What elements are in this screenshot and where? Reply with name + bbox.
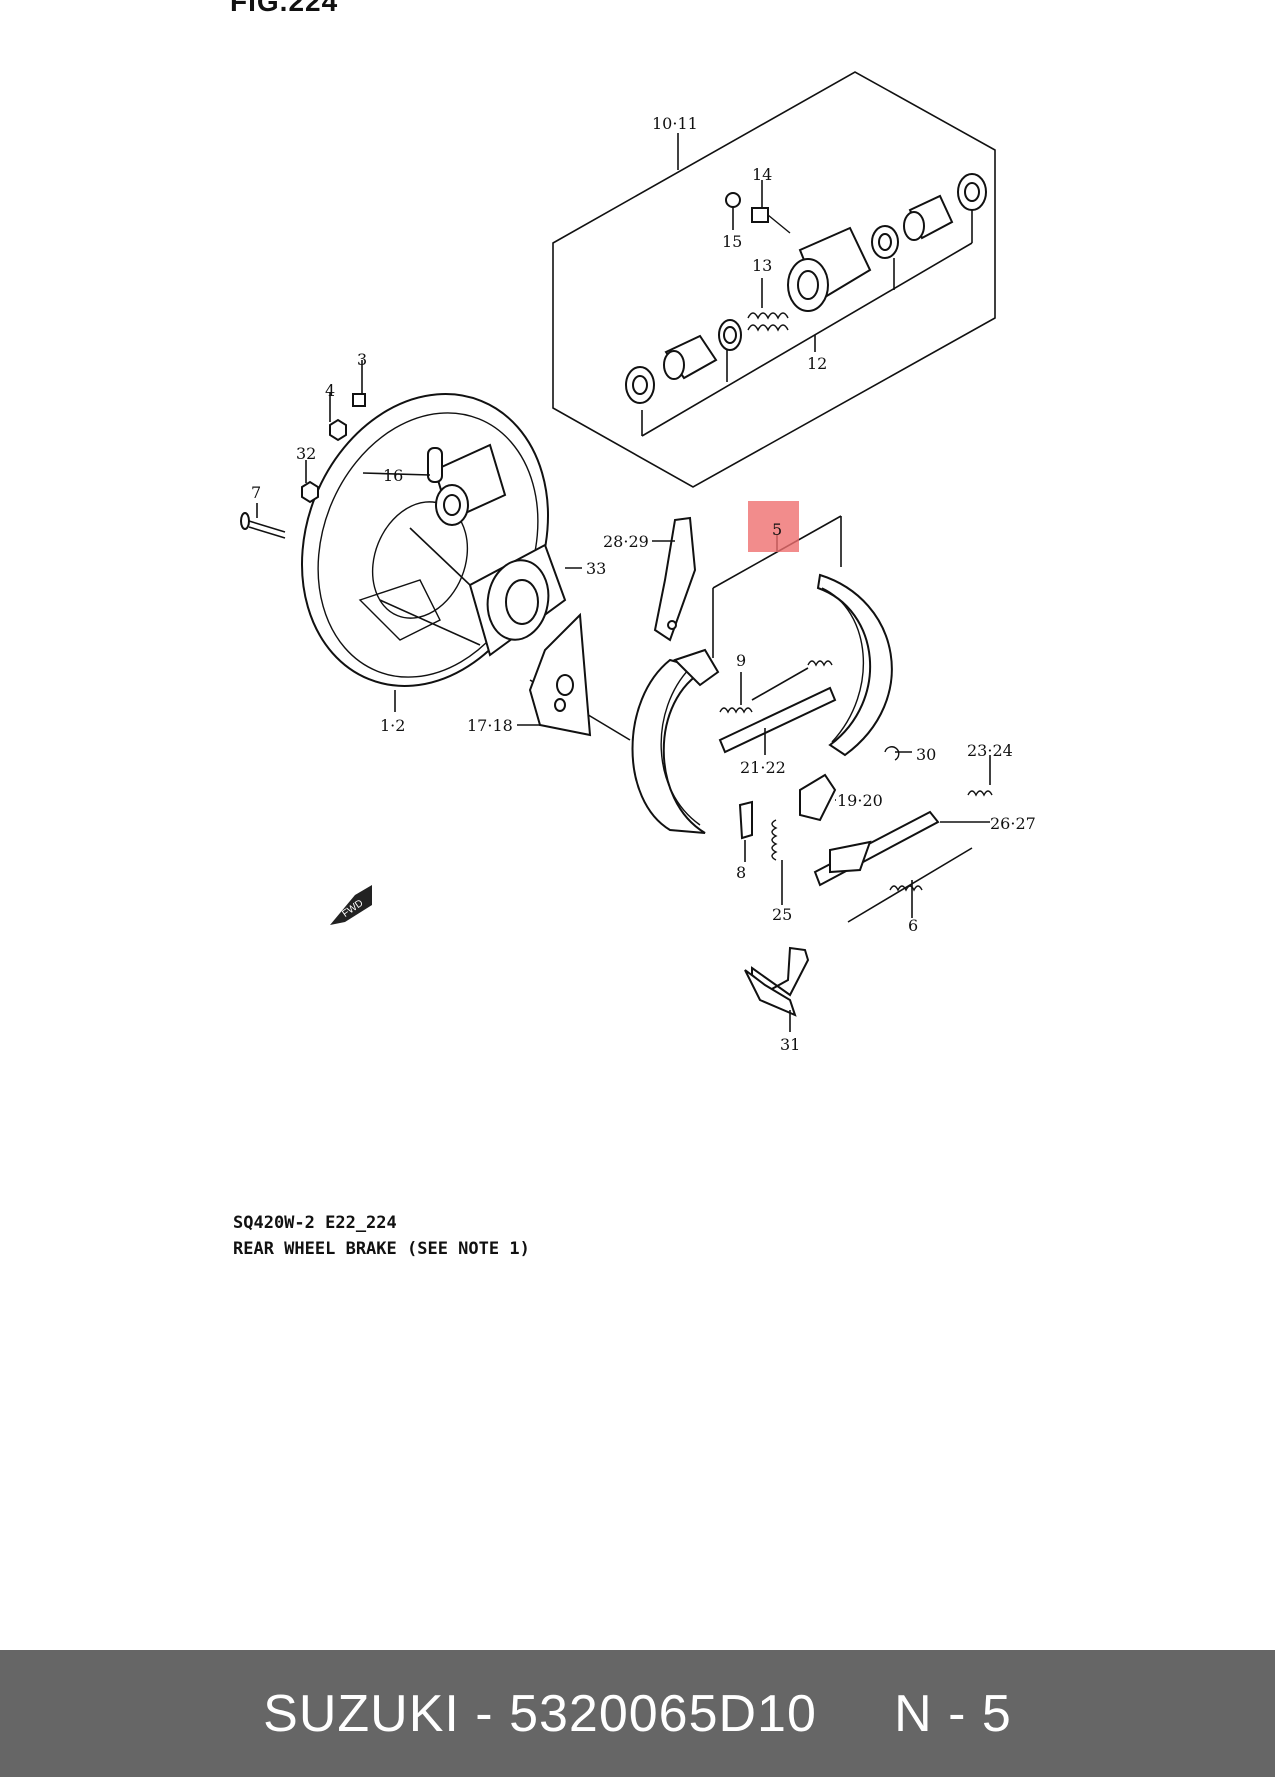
diagram-description: REAR WHEEL BRAKE (SEE NOTE 1): [233, 1239, 530, 1259]
figure-title: FIG.224: [230, 0, 339, 17]
callout-25: 25: [772, 905, 792, 924]
callout-7: 7: [251, 483, 261, 502]
footer-note: N - 5: [894, 1684, 1012, 1743]
fwd-arrow-icon: [330, 885, 372, 925]
footer-bar: SUZUKI - 5320065D10 N - 5: [0, 1650, 1275, 1777]
callout-15: 15: [722, 232, 742, 251]
footer-part-number: 5320065D10: [509, 1684, 817, 1743]
callout-17-18: 17·18: [467, 716, 513, 735]
callout-30: 30: [916, 745, 936, 764]
small-fasteners: [240, 360, 431, 539]
brake-shoe-set: [631, 515, 893, 834]
callout-33: 33: [586, 559, 606, 578]
callout-9: 9: [736, 651, 746, 670]
callout-23-24: 23·24: [967, 741, 1013, 760]
callout-14: 14: [752, 165, 772, 184]
callout-13: 13: [752, 256, 772, 275]
callout-31: 31: [780, 1035, 800, 1054]
callout-1-2: 1·2: [380, 716, 405, 735]
wheel-cylinder-kit-box: [552, 71, 996, 488]
callout-19-20: 19·20: [837, 791, 883, 810]
highlighted-part-box: [748, 501, 799, 552]
callout-3: 3: [357, 350, 367, 369]
hub-bearing: [379, 527, 631, 741]
misc-hardware: [738, 746, 993, 923]
callout-12: 12: [807, 354, 827, 373]
callout-16: 16: [383, 466, 403, 485]
exploded-parts-diagram: FWD 10·11 14 15 13 12 3 4 32 16 7 28·29 …: [240, 71, 1036, 1054]
footer-brand: SUZUKI: [263, 1684, 460, 1743]
footer-gap: [817, 1685, 894, 1743]
callout-28-29: 28·29: [603, 532, 649, 551]
callout-10-11: 10·11: [652, 114, 698, 133]
callout-32: 32: [296, 444, 316, 463]
wheel-cylinder-parts: [625, 173, 987, 404]
footer-text: SUZUKI - 5320065D10 N - 5: [263, 1684, 1012, 1744]
callout-26-27: 26·27: [990, 814, 1036, 833]
callout-8: 8: [736, 863, 746, 882]
callout-21-22: 21·22: [740, 758, 786, 777]
springs-adjuster: [718, 660, 837, 755]
callout-4: 4: [325, 381, 335, 400]
diagram-code: SQ420W-2 E22_224: [233, 1213, 397, 1233]
shoe-hold-clip: [744, 946, 810, 1032]
callout-5: 5: [772, 520, 782, 539]
footer-separator: -: [459, 1684, 510, 1743]
parking-lever: [652, 516, 697, 642]
callout-6: 6: [908, 916, 918, 935]
adjuster-plate: [517, 612, 592, 737]
